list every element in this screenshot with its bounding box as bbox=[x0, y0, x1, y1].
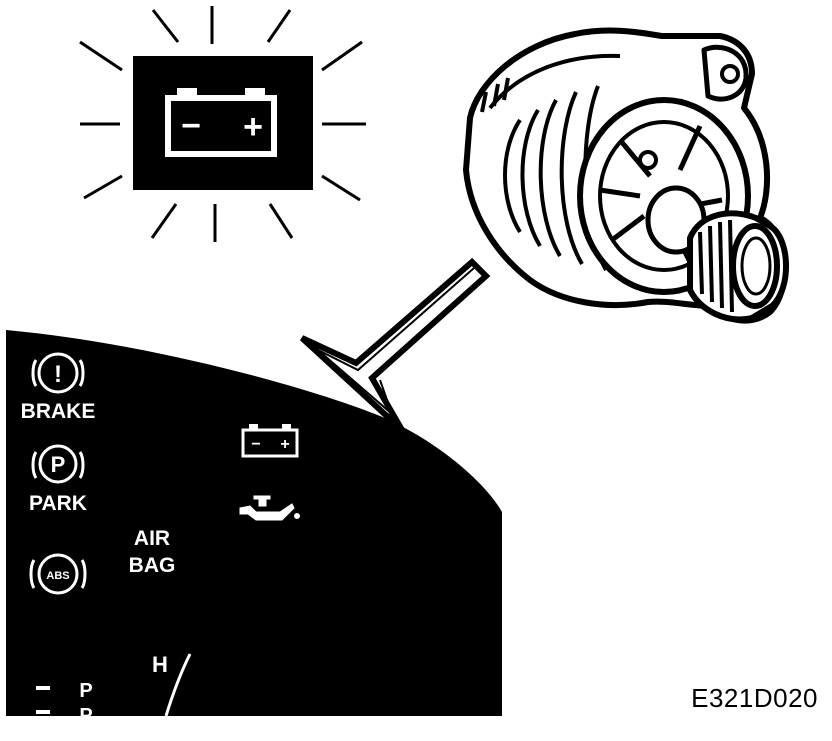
battery-warning-light: − + bbox=[79, 6, 366, 242]
parking-brake-icon: P bbox=[31, 444, 85, 484]
brake-warning-icon: ! bbox=[31, 352, 85, 394]
cluster-battery-minus: − bbox=[251, 436, 260, 453]
battery-plus-label: + bbox=[243, 108, 263, 146]
gauge-letter-h: H bbox=[152, 652, 168, 677]
pointer-arrow-inner bbox=[317, 267, 475, 418]
oil-pressure-icon bbox=[239, 495, 300, 521]
airbag-label-line2: BAG bbox=[129, 554, 176, 577]
brake-label: BRAKE bbox=[21, 400, 96, 423]
flash-rays bbox=[79, 6, 366, 242]
abs-symbol: ABS bbox=[46, 570, 69, 582]
gauge-scale-line bbox=[164, 653, 192, 717]
cluster-battery-icon: − + bbox=[241, 424, 299, 458]
instrument-cluster: ! BRAKE P PARK ABS AIR BAG − + bbox=[6, 330, 502, 727]
figure-code: E321D020 bbox=[691, 683, 818, 713]
brake-symbol: ! bbox=[54, 361, 62, 388]
battery-warning-icon: − + bbox=[165, 88, 277, 157]
warning-light-panel bbox=[133, 56, 313, 190]
battery-minus-label: − bbox=[181, 107, 201, 145]
abs-icon: ABS bbox=[29, 553, 87, 595]
airbag-label-line1: AIR bbox=[134, 527, 170, 550]
gear-dash-2 bbox=[36, 710, 50, 714]
gear-dash-1 bbox=[36, 686, 50, 690]
park-symbol: P bbox=[51, 452, 66, 477]
alternator-illustration bbox=[463, 27, 790, 324]
pointer-arrow bbox=[299, 257, 491, 433]
cluster-panel bbox=[6, 330, 502, 716]
gear-indicator: P P bbox=[36, 680, 93, 727]
cluster-battery-plus: + bbox=[280, 436, 289, 453]
gear-label-2: P bbox=[79, 705, 92, 727]
gear-label-1: P bbox=[79, 680, 92, 702]
park-label: PARK bbox=[29, 492, 87, 515]
